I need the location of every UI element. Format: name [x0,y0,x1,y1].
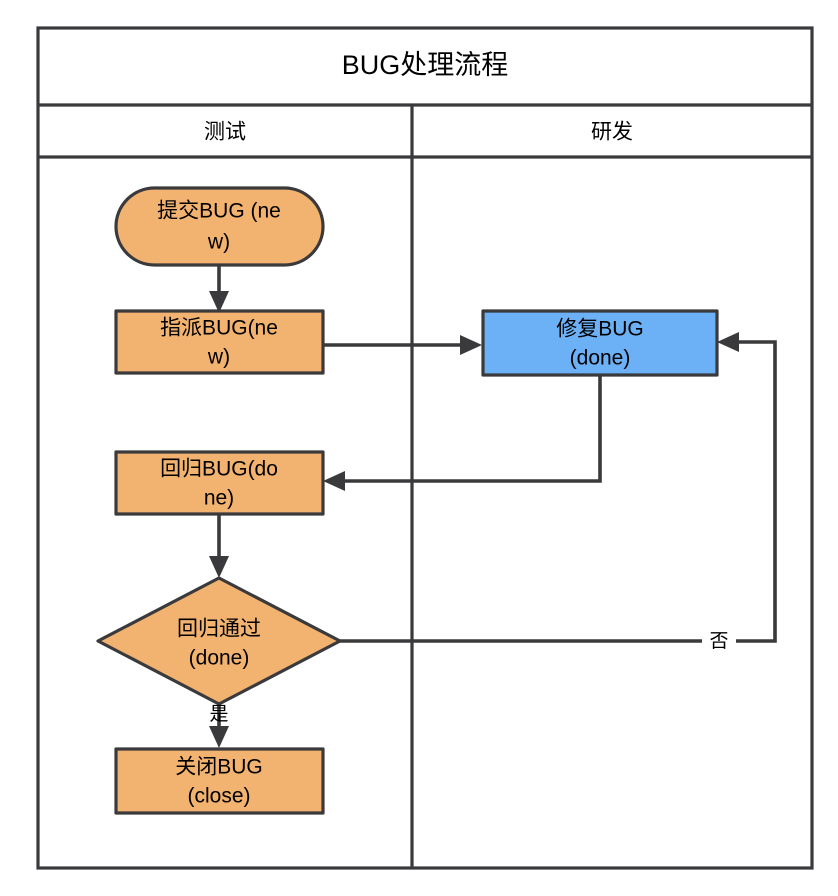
diagram-frame [36,26,814,870]
node-close-bug-line2: (close) [187,785,250,808]
node-regress-pass-line2: (done) [189,647,250,670]
edge-fix-to-regress [323,375,602,491]
node-submit-bug-shape[interactable] [114,186,325,267]
node-assign-bug-shape[interactable] [114,309,325,375]
node-fix-bug[interactable]: 修复BUG (done) [481,309,719,377]
node-fix-bug-line2: (done) [570,347,631,370]
node-close-bug-line1: 关闭BUG [175,756,263,779]
node-submit-bug-line2: w) [207,231,230,254]
edge-assign-to-fix [323,335,482,355]
node-regress-pass-line1: 回归通过 [177,618,261,641]
node-regress-bug-line1: 回归BUG(do [160,458,278,481]
node-assign-bug[interactable]: 指派BUG(ne w) [114,309,325,375]
node-regress-pass-shape[interactable] [96,576,342,706]
edge-label-no-backdrop [702,628,736,655]
node-submit-bug-line1: 提交BUG (ne [157,200,281,223]
node-close-bug[interactable]: 关闭BUG (close) [114,747,325,815]
edge-submit-to-assign [209,265,229,313]
edge-label-no-group: 否 [702,628,736,655]
page-title: BUG处理流程 [342,50,509,80]
edge-label-no: 否 [709,631,728,652]
node-assign-bug-line2: w) [207,346,230,369]
node-regress-pass-decision[interactable]: 回归通过 (done) [96,576,342,706]
lane-header-dev: 研发 [591,121,633,144]
node-regress-bug[interactable]: 回归BUG(do ne) [114,450,325,516]
node-fix-bug-line1: 修复BUG [556,318,644,341]
node-close-bug-shape[interactable] [114,747,325,815]
node-fix-bug-shape[interactable] [481,309,719,377]
node-regress-bug-line2: ne) [204,487,234,510]
node-regress-bug-shape[interactable] [114,450,325,516]
edge-regress-to-decision [209,515,229,578]
node-assign-bug-line1: 指派BUG(ne [160,317,278,340]
node-submit-bug[interactable]: 提交BUG (ne w) [114,186,325,267]
lane-header-test: 测试 [204,121,246,144]
edge-decision-to-fix-no [340,332,777,643]
edge-label-yes: 是 [209,704,228,725]
